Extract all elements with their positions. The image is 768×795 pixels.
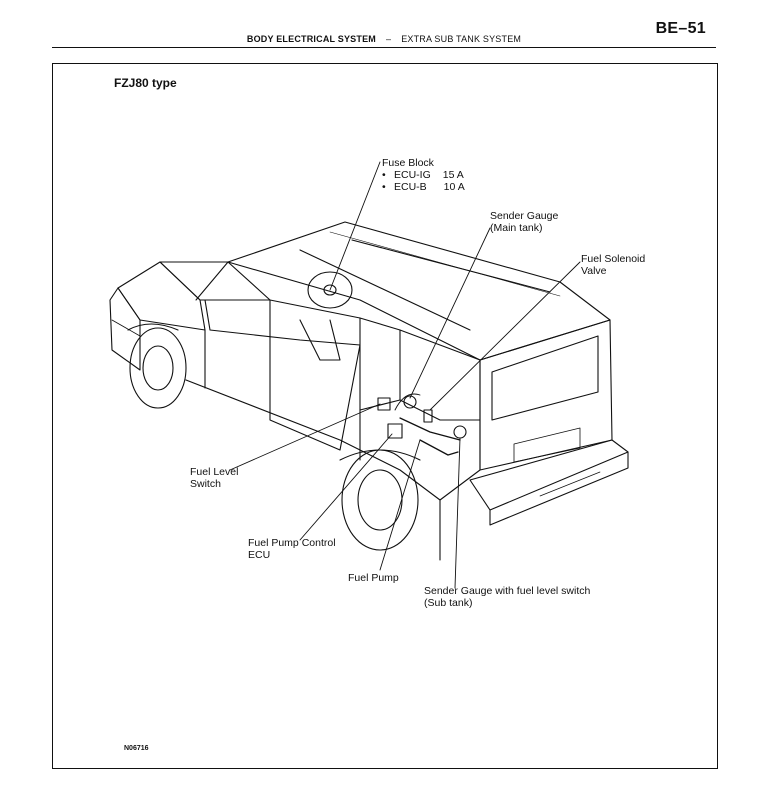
rear-quarter — [399, 329, 481, 501]
roof-rack-left — [351, 239, 551, 293]
rear-wheel — [341, 449, 419, 551]
front-bumper — [109, 287, 141, 371]
fuel-pump-ecu-component — [387, 423, 403, 439]
leader-sender-sub — [454, 437, 461, 589]
leader-pump-ecu — [299, 433, 393, 541]
sender-gauge-main-component — [403, 395, 417, 409]
roof-rack-right — [299, 249, 471, 331]
label-sender-gauge-sub: Sender Gauge with fuel level switch (Sub… — [424, 585, 591, 609]
rear-door-opening — [359, 317, 401, 411]
vehicle-diagram — [109, 161, 629, 589]
figure-code: N06716 — [124, 745, 149, 752]
label-fuel-pump-control-ecu: Fuel Pump Control ECU — [248, 537, 336, 561]
sub-tank-sender-component — [453, 425, 467, 439]
rear-window — [491, 335, 599, 421]
vehicle-roof — [227, 221, 611, 361]
section-title: BODY ELECTRICAL SYSTEM — [246, 34, 376, 44]
page-number: BE–51 — [655, 20, 706, 37]
leader-solenoid — [429, 261, 581, 411]
fuel-level-switch-component — [377, 397, 391, 411]
vehicle-hood — [117, 261, 206, 331]
fuel-solenoid-component — [423, 409, 433, 423]
steering-wheel — [307, 271, 353, 309]
leader-level-switch — [229, 403, 381, 471]
leader-sender-main — [409, 227, 491, 399]
body-side — [185, 379, 441, 561]
leader-fuel-pump — [379, 439, 421, 571]
header-separator: – — [385, 34, 392, 44]
header-rule — [52, 47, 716, 48]
rear-bumper — [469, 439, 629, 511]
leader-fuse-block — [329, 161, 381, 291]
front-wheel — [129, 327, 187, 409]
figure-frame — [52, 63, 718, 769]
type-label: FZJ80 type — [114, 76, 177, 90]
front-door-opening — [269, 299, 361, 451]
subsection-title: EXTRA SUB TANK SYSTEM — [401, 34, 522, 44]
page-header: BODY ELECTRICAL SYSTEM–EXTRA SUB TANK SY… — [0, 34, 768, 44]
fuse-block-title: Fuse Block — [382, 157, 434, 169]
label-sender-gauge-main: Sender Gauge (Main tank) — [490, 210, 559, 234]
label-fuel-solenoid-valve: Fuel Solenoid Valve — [581, 253, 646, 277]
tailgate — [479, 319, 613, 471]
label-fuel-level-switch: Fuel Level Switch — [190, 466, 239, 490]
label-fuel-pump: Fuel Pump — [348, 572, 399, 584]
windshield — [159, 261, 271, 301]
